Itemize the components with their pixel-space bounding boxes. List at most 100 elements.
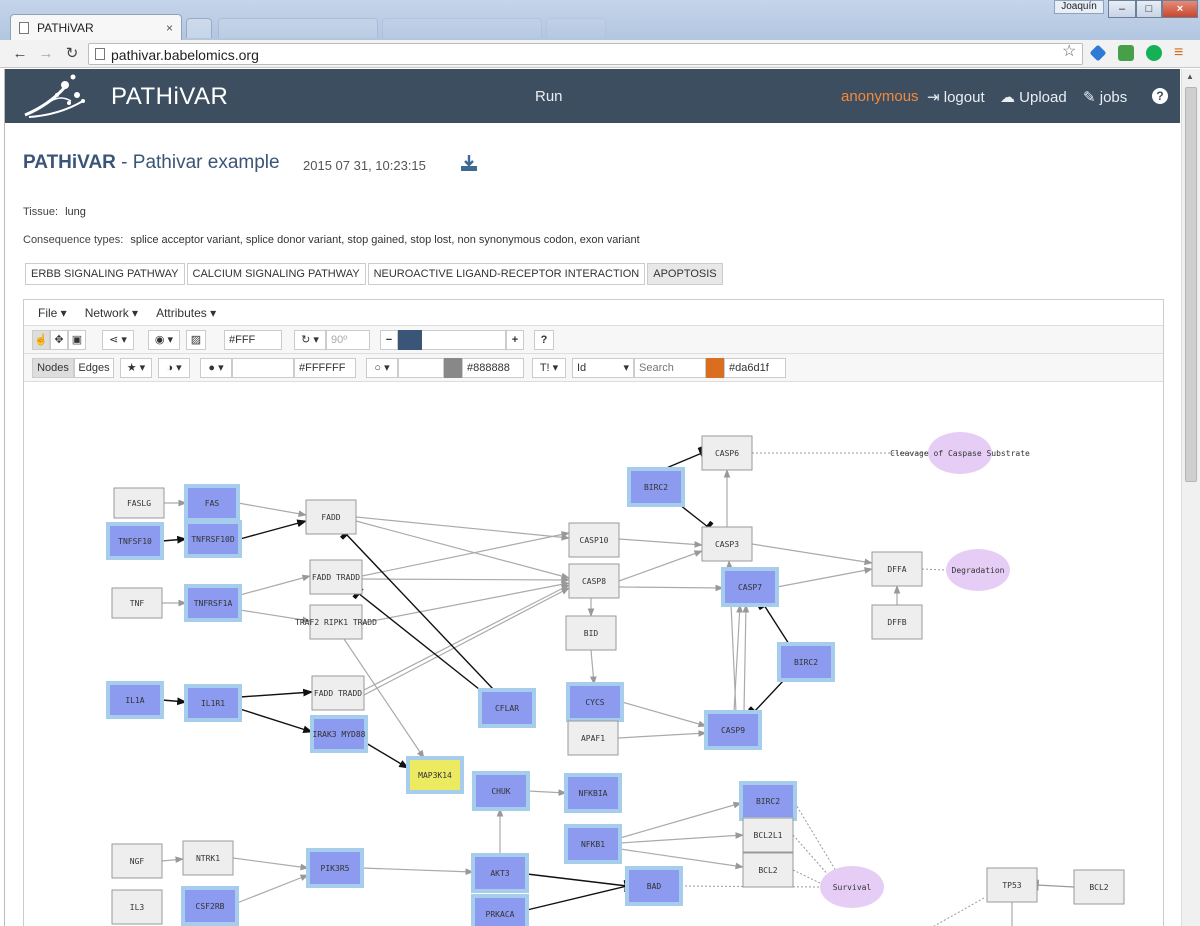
menu-file[interactable]: File ▾ [38, 306, 67, 320]
tab-apoptosis[interactable]: APOPTOSIS [647, 263, 723, 285]
node-dffa[interactable]: DFFA [871, 551, 923, 587]
pathway-edge[interactable] [589, 649, 597, 685]
pathway-edge[interactable] [343, 638, 425, 759]
node-birc2[interactable]: BIRC2 [777, 642, 835, 682]
pathway-edge[interactable] [526, 879, 631, 911]
node-box[interactable] [471, 853, 529, 893]
page-scrollbar[interactable]: ▲ [1181, 69, 1200, 926]
grammarly-icon[interactable] [1146, 45, 1162, 61]
tab-close-icon[interactable]: × [165, 20, 173, 35]
pathway-edge[interactable] [921, 568, 947, 571]
zoom-slider-fill[interactable] [398, 330, 422, 350]
node-box[interactable] [305, 499, 357, 535]
node-box[interactable] [627, 467, 685, 507]
fill-size-input[interactable] [232, 358, 294, 378]
label-dropdown[interactable]: T! ▾ [532, 358, 566, 378]
tab-edges[interactable]: Edges [74, 358, 114, 378]
pathway-edge[interactable] [161, 535, 187, 544]
node-box[interactable] [111, 843, 163, 879]
pathway-edge[interactable] [619, 832, 744, 844]
pathway-edge[interactable] [363, 587, 570, 696]
pathway-edge[interactable] [161, 697, 187, 706]
pathway-edge[interactable] [361, 576, 570, 584]
back-arrow-icon[interactable]: ← [12, 45, 28, 62]
new-tab-button[interactable] [186, 18, 212, 38]
outcome-cleavage-of-caspase-substrate[interactable]: Cleavage of Caspase Substrate [890, 432, 1030, 474]
menu-network[interactable]: Network ▾ [84, 306, 139, 320]
pathway-edge[interactable] [355, 520, 570, 580]
node-il1r1[interactable]: IL1R1 [184, 684, 242, 722]
pathway-edge[interactable] [239, 688, 313, 698]
node-birc2[interactable]: BIRC2 [739, 781, 797, 821]
pathivar-logo-icon[interactable] [21, 71, 93, 121]
node-box[interactable] [564, 773, 622, 813]
forward-arrow-icon[interactable]: → [38, 45, 54, 62]
fill-color-input[interactable]: #FFFFFF [294, 358, 356, 378]
node-dffb[interactable]: DFFB [871, 604, 923, 640]
node-prkaca[interactable]: PRKACA [471, 894, 529, 926]
node-bid[interactable]: BID [565, 615, 617, 651]
pathway-edge[interactable] [365, 742, 409, 769]
pathway-edge[interactable] [236, 874, 309, 904]
pathway-edge[interactable] [618, 538, 703, 548]
nav-run-link[interactable]: Run [535, 88, 563, 105]
node-faslg[interactable]: FASLG [113, 487, 165, 519]
background-tab[interactable] [218, 18, 378, 38]
node-box[interactable] [182, 840, 234, 876]
pathway-edge[interactable] [239, 574, 311, 596]
tab-calcium[interactable]: CALCIUM SIGNALING PATHWAY [186, 263, 366, 285]
node-box[interactable] [565, 615, 617, 651]
node-chuk[interactable]: CHUK [472, 771, 530, 811]
node-cflar[interactable]: CFLAR [478, 688, 536, 728]
node-box[interactable] [566, 682, 624, 722]
pan-tool-icon[interactable]: ✥ [50, 330, 68, 350]
pathway-edge[interactable] [355, 516, 570, 541]
node-box[interactable] [184, 584, 242, 622]
window-user-badge[interactable]: Joaquín [1054, 0, 1104, 14]
browser-menu-icon[interactable]: ≡ [1174, 44, 1184, 61]
pathway-edge[interactable] [237, 502, 307, 517]
user-name-link[interactable]: anonymous [841, 88, 919, 105]
node-fadd-tradd[interactable]: FADD TRADD [311, 675, 365, 711]
node-box[interactable] [742, 817, 794, 853]
pathway-edge[interactable] [794, 802, 837, 872]
node-box[interactable] [106, 681, 164, 719]
jobs-link[interactable]: ✎ jobs [1083, 88, 1127, 106]
node-il1a[interactable]: IL1A [106, 681, 164, 719]
fill-dropdown[interactable]: ● ▾ [200, 358, 232, 378]
node-box[interactable] [111, 889, 163, 925]
share-layout-dropdown[interactable]: ⋖ ▾ [102, 330, 134, 350]
bookmark-star-icon[interactable]: ☆ [1062, 43, 1077, 60]
opacity-dropdown[interactable]: ◑ ▾ [158, 358, 190, 378]
highlight-color-swatch[interactable] [706, 358, 724, 378]
stroke-color-swatch[interactable] [444, 358, 462, 378]
node-bcl2l1[interactable]: BCL2L1 [742, 817, 794, 853]
help-icon[interactable]: ? [534, 330, 554, 350]
node-box[interactable] [564, 824, 622, 864]
node-traf2-ripk1-tradd[interactable]: TRAF2 RIPK1 TRADD [295, 604, 377, 640]
node-tnfsf10[interactable]: TNFSF10 [106, 522, 164, 560]
pathway-edge[interactable] [363, 584, 570, 691]
browser-tab[interactable]: PATHiVAR × [10, 14, 182, 40]
search-input[interactable] [634, 358, 706, 378]
node-box[interactable] [1073, 869, 1125, 905]
pathway-edge[interactable] [526, 873, 630, 893]
node-tnfrsf10d[interactable]: TNFRSF10D [184, 520, 242, 558]
node-casp6[interactable]: CASP6 [701, 435, 753, 471]
pathway-edge[interactable] [618, 550, 703, 582]
label-attribute-select[interactable]: Id▾ [572, 358, 634, 378]
pathway-edge[interactable] [751, 543, 873, 566]
node-box[interactable] [742, 852, 794, 888]
stroke-color-input[interactable]: #888888 [462, 358, 524, 378]
node-tnf[interactable]: TNF [111, 587, 163, 619]
background-tab[interactable] [546, 18, 606, 38]
pathway-edge[interactable] [361, 531, 570, 577]
layout-dropdown[interactable]: ◉ ▾ [148, 330, 180, 350]
pathway-edge[interactable] [679, 504, 714, 534]
node-bcl2[interactable]: BCL2 [1073, 869, 1125, 905]
node-box[interactable] [472, 771, 530, 811]
stroke-size-input[interactable] [398, 358, 444, 378]
pathway-edge[interactable] [361, 867, 474, 876]
pathway-edge[interactable] [663, 446, 707, 470]
